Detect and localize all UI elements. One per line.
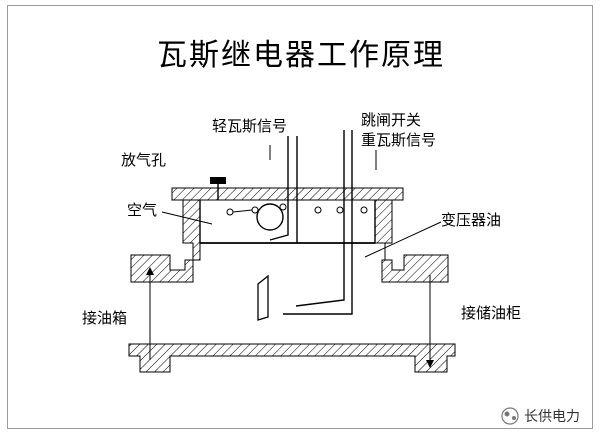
label-vent-hole: 放气孔 [121, 151, 166, 169]
watermark-text: 长供电力 [524, 409, 580, 425]
diagram-frame [7, 5, 593, 429]
baffle-plate [257, 274, 269, 321]
pipe-arrows [146, 267, 434, 368]
diagram-title: 瓦斯继电器工作原理 [157, 38, 445, 73]
upper-float [226, 203, 287, 231]
label-light-gas-signal: 轻瓦斯信号 [212, 117, 287, 135]
label-transformer-oil: 变压器油 [441, 211, 501, 229]
watermark: 长供电力 [501, 407, 580, 425]
label-heavy-gas-signal: 重瓦斯信号 [361, 131, 436, 149]
contact-points [314, 206, 368, 214]
label-air: 空气 [127, 201, 157, 219]
label-oil-tank: 接油箱 [82, 309, 127, 327]
heavy-gas-wires [283, 130, 353, 315]
label-trip-switch: 跳闸开关 [361, 111, 421, 129]
leader-lines [161, 145, 442, 258]
light-gas-wires [269, 136, 298, 243]
label-conservator: 接储油柜 [461, 304, 521, 322]
watermark-logo-icon [501, 407, 519, 425]
vent-hole [210, 177, 226, 200]
